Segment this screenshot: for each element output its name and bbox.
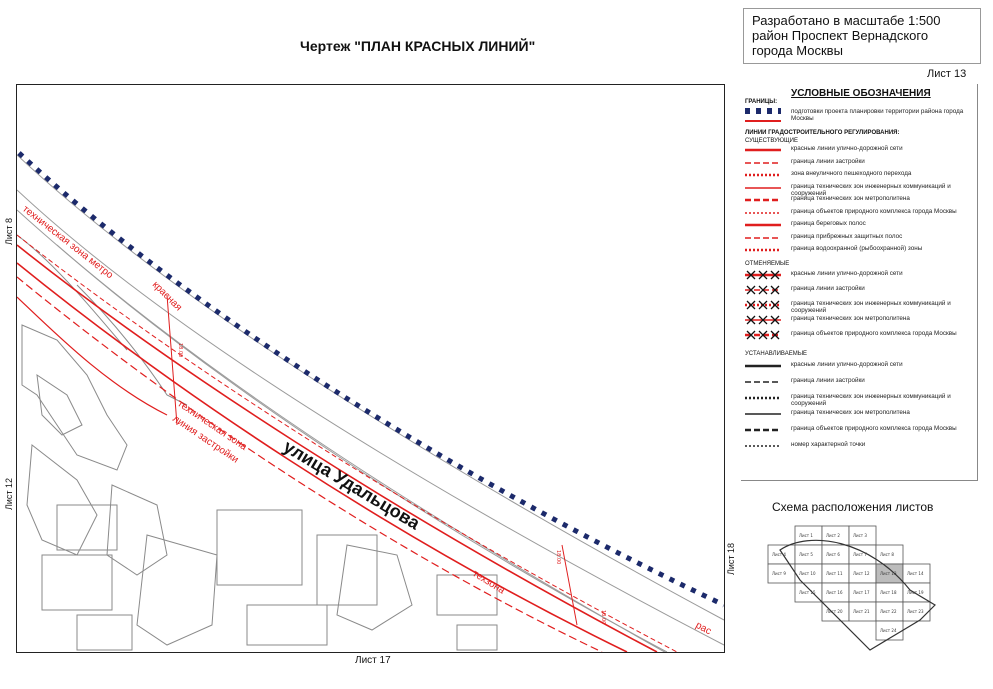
legend-symbol xyxy=(745,208,781,218)
scheme-cell-label: Лист 9 xyxy=(772,571,786,576)
road-edges xyxy=(17,154,724,652)
scheme-cell-label: Лист 12 xyxy=(853,571,870,576)
neighbor-sheet-bottom: Лист 17 xyxy=(355,655,391,666)
map-drawing: 18.00 18.00 18.00 техническая зона метро… xyxy=(17,151,724,652)
scheme-cell-label: Лист 1 xyxy=(799,533,813,538)
scheme-cell-label: Лист 23 xyxy=(907,609,924,614)
legend-symbol xyxy=(745,441,781,451)
legend-item-text: красные линии улично-дорожной сети xyxy=(791,361,903,368)
legend-symbol xyxy=(745,270,781,280)
legend-item-text: граница линии застройки xyxy=(791,377,865,384)
legend-symbol xyxy=(745,195,781,205)
scheme-cell-label: Лист 17 xyxy=(853,590,870,595)
scheme-cell-label: Лист 2 xyxy=(826,533,840,538)
legend-item-text: граница технических зон метрополитена xyxy=(791,315,910,322)
scheme-cell-label: Лист 15 xyxy=(799,590,816,595)
sheet-number: Лист 13 xyxy=(927,68,967,80)
legend-item-text: граница технических зон инженерных комму… xyxy=(791,300,951,314)
title-stamp: Разработано в масштабе 1:500 район Просп… xyxy=(743,8,981,64)
legend-item-text: граница технических зон метрополитена xyxy=(791,409,910,416)
legend-item-text: граница технических зон метрополитена xyxy=(791,195,910,202)
legend-symbol xyxy=(745,285,781,295)
dimension-label-1: 18.00 xyxy=(177,343,183,357)
legend-item-text: граница береговых полос xyxy=(791,220,866,227)
scheme-cell-label: Лист 20 xyxy=(826,609,843,614)
stamp-scale: Разработано в масштабе 1:500 xyxy=(752,13,941,28)
legend-symbol xyxy=(745,425,781,435)
neighbor-sheet-left-bottom: Лист 12 xyxy=(4,477,14,510)
scheme-cell-label: Лист 18 xyxy=(880,590,897,595)
legend-symbol xyxy=(745,158,781,168)
scheme-cell-label: Лист 22 xyxy=(880,609,897,614)
legend-symbol xyxy=(745,170,781,180)
legend-item-text: зона внеуличного пешеходного перехода xyxy=(791,170,912,177)
legend-symbol xyxy=(745,300,781,310)
legend-symbol xyxy=(745,220,781,230)
legend-symbol xyxy=(745,183,781,193)
boundary-symbol xyxy=(745,108,781,122)
legend-symbol xyxy=(745,393,781,403)
buildings-west xyxy=(17,234,498,651)
legend-item-text: граница линии застройки xyxy=(791,157,865,165)
map-area: 18.00 18.00 18.00 техническая зона метро… xyxy=(16,84,725,653)
scheme-cell-label: Лист 13 xyxy=(880,571,897,576)
scheme-cell-label: Лист 11 xyxy=(826,571,843,576)
scheme-cell-label: Лист 24 xyxy=(880,628,897,633)
neighbor-sheet-left-top: Лист 8 xyxy=(4,217,14,245)
legend-symbol xyxy=(745,361,781,371)
legend-title: УСЛОВНЫЕ ОБОЗНАЧЕНИЯ xyxy=(791,88,931,99)
scheme-cell-label: Лист 5 xyxy=(799,552,813,557)
legend-panel: УСЛОВНЫЕ ОБОЗНАЧЕНИЯ ГРАНИЦЫ: подготовки… xyxy=(741,84,978,481)
scheme-cell-label: Лист 6 xyxy=(826,552,840,557)
scheme-cell-label: Лист 3 xyxy=(853,533,867,538)
scheme-cell-label: Лист 4 xyxy=(772,552,786,557)
drawing-title: Чертеж "ПЛАН КРАСНЫХ ЛИНИЙ" xyxy=(300,38,536,54)
legend-item-text: граница водоохранной (рыбоохранной) зоны xyxy=(791,245,923,252)
label-tech-short: техзона xyxy=(470,568,507,597)
dimension-label-2: 18.00 xyxy=(555,550,561,564)
scheme-cell-label: Лист 21 xyxy=(853,609,870,614)
legend-symbol xyxy=(745,377,781,387)
legend-symbol xyxy=(745,245,781,255)
legend-item-text: граница прибрежных защитных полос xyxy=(791,232,903,240)
stamp-city: города Москвы xyxy=(752,43,843,58)
legend-existing-head: СУЩЕСТВУЮЩИЕ xyxy=(745,138,798,144)
legend-item-text: граница технических зон инженерных комму… xyxy=(791,182,951,197)
scheme-cell-label: Лист 10 xyxy=(799,571,816,576)
neighbor-sheet-right: Лист 18 xyxy=(726,542,736,575)
legend-symbol xyxy=(745,233,781,243)
stamp-district: район Проспект Вернадского xyxy=(752,28,929,43)
legend-item-text: граница объектов природного комплекса го… xyxy=(791,330,957,337)
scheme-cell-label: Лист 14 xyxy=(907,571,924,576)
scheme-cell-label: Лист 8 xyxy=(880,552,894,557)
scheme-title: Схема расположения листов xyxy=(772,500,934,514)
legend-boundary-project: подготовки проекта планировки территории… xyxy=(791,108,964,122)
scheme-cell-label: Лист 16 xyxy=(826,590,843,595)
scheme-cell-label: Лист 7 xyxy=(853,552,867,557)
project-boundary xyxy=(17,151,724,608)
legend-item-text: граница объектов природного комплекса го… xyxy=(791,425,957,432)
label-red-short: рас xyxy=(694,620,713,637)
scheme-cell-label: Лист 19 xyxy=(907,590,924,595)
legend-item-text: красные линии улично-дорожной сети xyxy=(791,270,903,277)
label-tech-zone-metro: техническая зона метро xyxy=(20,204,115,282)
legend-boundaries-head: ГРАНИЦЫ: xyxy=(745,99,778,105)
legend-item-text: граница объектов природного комплекса го… xyxy=(791,207,957,215)
legend-established-head: УСТАНАВЛИВАЕМЫЕ xyxy=(745,351,808,357)
sheet-scheme: Лист 1 Лист 2 Лист 3 Лист 4 Лист 5 Лист 6 Лист… xyxy=(767,525,936,651)
legend-item-text: красные линии улично-дорожной сети xyxy=(791,145,903,152)
legend-symbol xyxy=(745,315,781,325)
legend-cancelled-head: ОТМЕНЯЕМЫЕ xyxy=(745,261,790,267)
legend-item-text: граница технических зон инженерных комму… xyxy=(791,393,951,407)
scheme-boundary xyxy=(779,539,936,651)
legend-symbol xyxy=(745,409,781,419)
dimension-label-3: 18.00 xyxy=(600,610,606,624)
legend-regulation-head: ЛИНИИ ГРАДОСТРОИТЕЛЬНОГО РЕГУЛИРОВАНИЯ: xyxy=(745,130,900,136)
legend-symbol xyxy=(745,145,781,155)
red-lines xyxy=(17,234,678,652)
legend-symbol xyxy=(745,330,781,340)
legend-item-text: граница линии застройки xyxy=(791,285,865,292)
legend-item-text: номер характерной точки xyxy=(791,441,866,448)
